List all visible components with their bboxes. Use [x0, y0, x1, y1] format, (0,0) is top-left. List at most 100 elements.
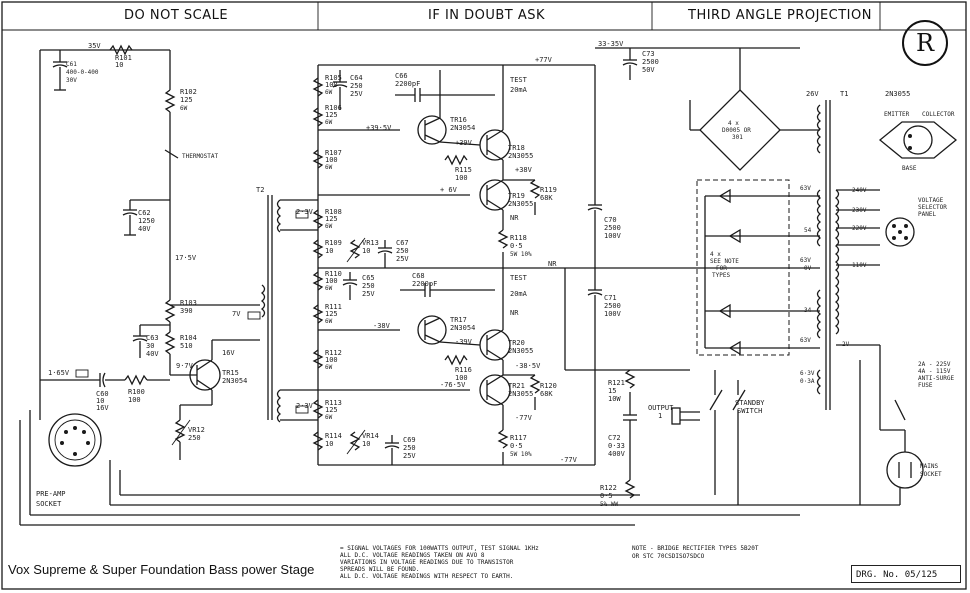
- component-label: 1250: [138, 217, 155, 225]
- header-if-in-doubt: IF IN DOUBT ASK: [428, 8, 546, 23]
- component-label: 100: [455, 374, 468, 382]
- standby-switch-pole-a: [709, 389, 723, 411]
- component-label: 220V: [852, 225, 867, 232]
- driver-stage: [19, 44, 900, 526]
- component-label: 110V: [852, 262, 867, 269]
- component-label: 0·5: [510, 442, 523, 450]
- component-label: BASE: [902, 165, 917, 172]
- standby-switch-pole-b: [732, 389, 746, 411]
- r114-resistor: [312, 431, 324, 451]
- component-label: 30V: [66, 77, 77, 84]
- component-label: SOCKET: [920, 471, 942, 478]
- component-label: R109: [325, 239, 342, 247]
- component-label: 4A - 115V: [918, 368, 951, 375]
- component-label: TYPES: [712, 272, 730, 279]
- note-line: ALL D.C. VOLTAGE READINGS TAKEN ON AVO 8: [340, 552, 485, 559]
- component-label: 0·3A: [800, 378, 815, 385]
- component-label: 2500: [642, 58, 659, 66]
- component-label: SWITCH: [737, 407, 762, 415]
- t2-driver-transformer: [247, 195, 309, 423]
- component-label: 63V: [800, 185, 811, 192]
- component-label: SEE NOTE: [710, 258, 739, 265]
- component-label: 25V: [350, 90, 363, 98]
- component-label: TEST: [510, 274, 528, 282]
- r120-resistor: [529, 374, 541, 394]
- component-label: NR: [510, 214, 519, 222]
- component-label: 2500: [604, 302, 621, 310]
- fuse: [894, 399, 906, 421]
- component-label: EMITTER: [884, 111, 910, 118]
- r110-resistor: [312, 271, 324, 291]
- component-label: 4 x: [710, 251, 721, 258]
- component-label: 68K: [540, 194, 553, 202]
- r100-resistor: [124, 374, 148, 386]
- note-line: SPREADS WILL BE FOUND.: [340, 566, 420, 573]
- component-label: -38V: [373, 322, 391, 330]
- component-label: 125: [325, 406, 338, 414]
- component-label: R108: [325, 208, 342, 216]
- component-label: 2N3055: [508, 200, 533, 208]
- component-label: R114: [325, 432, 342, 440]
- component-label: -76·5V: [440, 381, 466, 389]
- transistor-pinout: [878, 121, 958, 159]
- component-label: 25V: [362, 290, 375, 298]
- component-label: 6W: [325, 164, 333, 171]
- component-label: 100: [325, 277, 338, 285]
- r118-resistor: [497, 229, 509, 249]
- tr17-transistor: [417, 315, 447, 345]
- component-label: 400V: [608, 450, 626, 458]
- r121-resistor: [624, 369, 636, 389]
- component-label: ANTI-SURGE: [918, 375, 955, 382]
- component-label: 100: [325, 356, 338, 364]
- tr16-transistor: [417, 115, 447, 145]
- component-label: 100: [128, 396, 141, 404]
- component-label: 250: [362, 282, 375, 290]
- component-label: R122: [600, 484, 617, 492]
- component-label: R112: [325, 349, 342, 357]
- component-label: TR18: [508, 144, 525, 152]
- component-label: 230V: [852, 207, 867, 214]
- vr12-preset: [174, 419, 186, 443]
- bridge-note: NOTE - BRIDGE RECTIFIER TYPES 5B20T OR S…: [632, 545, 759, 560]
- header-projection: THIRD ANGLE PROJECTION: [688, 8, 872, 23]
- component-label: 33-35V: [598, 40, 624, 48]
- component-label: TR19: [508, 192, 525, 200]
- component-label: -38·5V: [515, 362, 541, 370]
- component-label: 6W: [325, 89, 333, 96]
- component-label: 125: [325, 310, 338, 318]
- r111-resistor: [312, 304, 324, 324]
- component-label: C73: [642, 50, 655, 58]
- component-label: 2N3054: [450, 324, 475, 332]
- component-label: 2N3055: [508, 347, 533, 355]
- component-label: 2A - 225V: [918, 361, 951, 368]
- component-label: 6W: [325, 119, 333, 126]
- component-label: C60: [96, 390, 109, 398]
- schematic-caption: Vox Supreme & Super Foundation Bass powe…: [8, 562, 315, 577]
- component-label: 250: [188, 434, 201, 442]
- component-label: R105: [325, 74, 342, 82]
- component-label: +39·5V: [366, 124, 392, 132]
- component-label: PANEL: [918, 211, 936, 218]
- component-label: VR14: [362, 432, 379, 440]
- component-label: 26V: [806, 90, 819, 98]
- component-label: 10: [325, 247, 333, 255]
- thermostat-switch: [164, 149, 179, 159]
- voltage-selector-panel: [885, 217, 915, 247]
- rectifier-section: [595, 47, 820, 356]
- component-label: C61: [66, 61, 77, 68]
- component-label: 25V: [396, 255, 409, 263]
- component-label: +38V: [515, 166, 533, 174]
- note-line: VARIATIONS IN VOLTAGE READINGS DUE TO TR…: [340, 559, 514, 566]
- component-label: C65: [362, 274, 375, 282]
- r112-resistor: [312, 349, 324, 369]
- component-label: 63V: [800, 337, 811, 344]
- component-label: 10: [115, 61, 123, 69]
- component-label: R100: [128, 388, 145, 396]
- component-label: R106: [325, 104, 342, 112]
- component-label: 100: [325, 81, 338, 89]
- component-label: 2·3V: [296, 402, 314, 410]
- component-label: 4 x: [728, 120, 739, 127]
- component-label: 250: [403, 444, 416, 452]
